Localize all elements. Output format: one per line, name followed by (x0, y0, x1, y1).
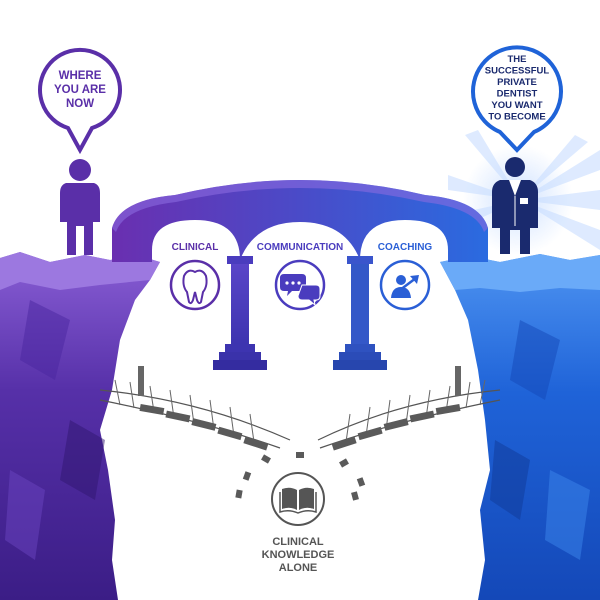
goal-bubble (471, 45, 563, 153)
bridge-planks (139, 403, 461, 501)
tooth-icon (182, 269, 208, 305)
chat-bubbles-icon (280, 274, 321, 307)
label-line: DENTIST (497, 89, 538, 100)
dentist-coat-icon (492, 157, 538, 254)
label-line: CLINICAL (272, 536, 324, 548)
where-you-are-now-bubble (38, 47, 122, 155)
bubble-left-text: WHERE YOU ARE NOW (54, 70, 106, 110)
label-line: SUCCESSFUL (485, 66, 550, 77)
tooth-icon-circle (169, 259, 221, 311)
pillar-left (213, 256, 267, 370)
label-line: TO BECOME (488, 112, 545, 123)
label-line: YOU WANT (491, 100, 542, 111)
pillar-right (333, 256, 387, 370)
label-line: YOU ARE (54, 84, 106, 96)
pillar-label-coaching: COACHING (378, 242, 433, 253)
light-rays (448, 130, 600, 255)
arch-bridge (112, 180, 488, 262)
left-cliff (0, 252, 160, 600)
label-line: KNOWLEDGE (262, 549, 335, 561)
label-line: ALONE (279, 562, 318, 574)
right-cliff (440, 254, 600, 600)
broken-rope-bridge (99, 366, 501, 449)
person-icon (60, 159, 100, 255)
pillar-label-clinical: CLINICAL (172, 242, 219, 253)
person-growth-arrow-icon (391, 275, 419, 298)
label-line: WHERE (59, 70, 102, 82)
label-line: NOW (66, 98, 94, 110)
pillar-label-communication: COMMUNICATION (257, 242, 343, 253)
label-line: PRIVATE (497, 77, 537, 88)
label-line: THE (508, 54, 527, 65)
open-book-icon (271, 472, 325, 526)
